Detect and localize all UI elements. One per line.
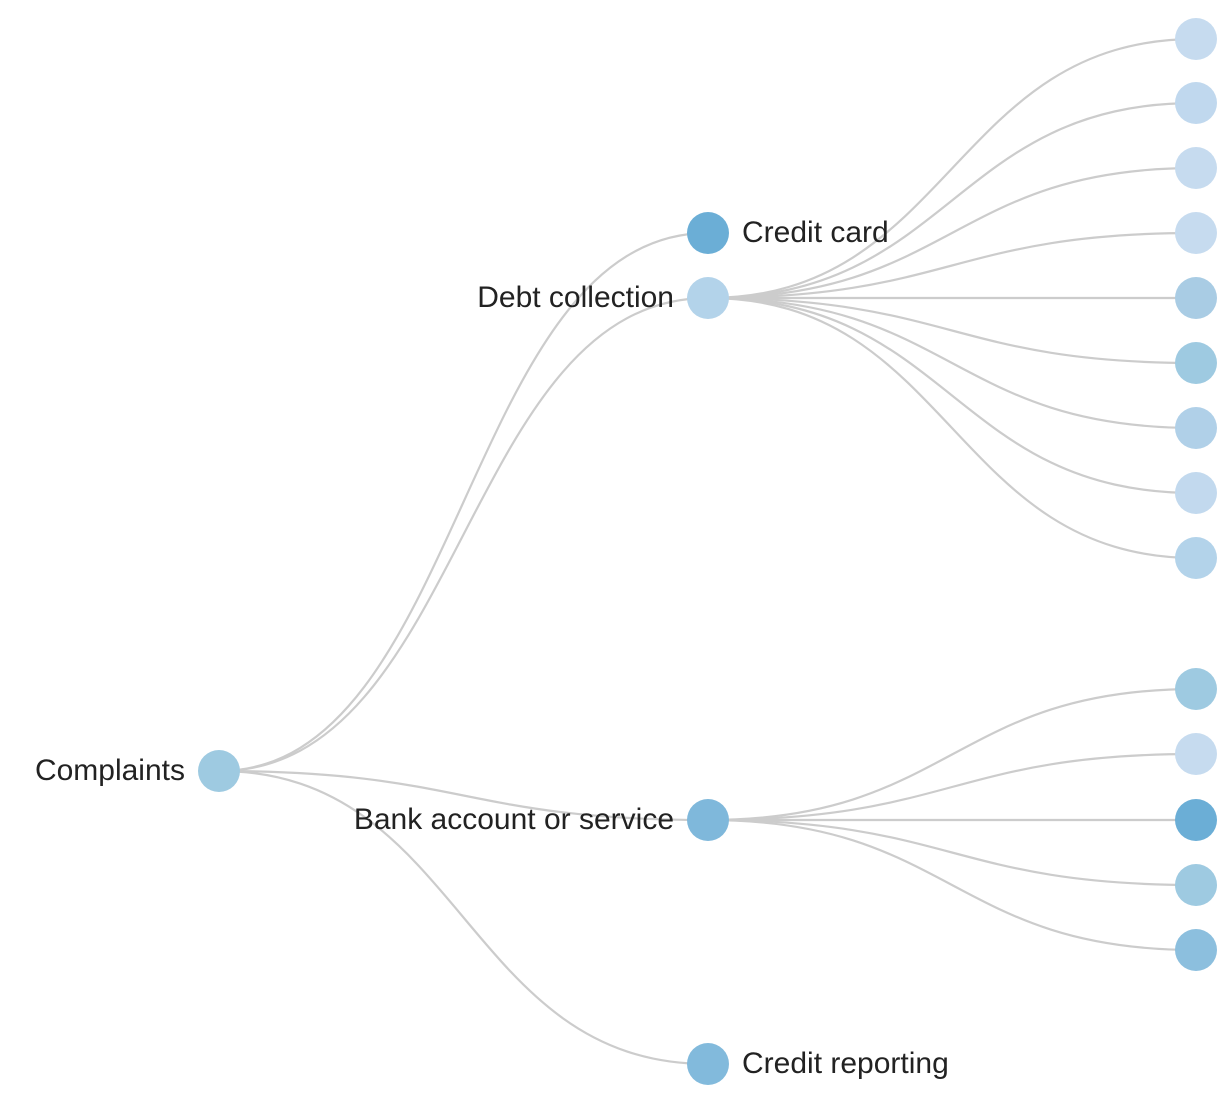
tree-node-dc-leaf-2[interactable] [1175, 82, 1217, 124]
node-circle-ba-leaf-1[interactable] [1175, 668, 1217, 710]
link-debt-collection-to-dc-leaf-2 [707, 101, 1197, 300]
node-circle-bank-account[interactable] [687, 799, 729, 841]
node-circle-dc-leaf-1[interactable] [1175, 18, 1217, 60]
tree-node-dc-leaf-7[interactable] [1175, 407, 1217, 449]
link-debt-collection-to-dc-leaf-4 [707, 231, 1197, 300]
tree-node-ba-leaf-2[interactable] [1175, 733, 1217, 775]
tree-node-ba-leaf-1[interactable] [1175, 668, 1217, 710]
node-circle-ba-leaf-4[interactable] [1175, 864, 1217, 906]
link-debt-collection-to-dc-leaf-7 [707, 296, 1197, 430]
link-root-to-debt-collection [218, 296, 709, 773]
node-circle-root[interactable] [198, 750, 240, 792]
tree-node-ba-leaf-3[interactable] [1175, 799, 1217, 841]
link-root-to-credit-reporting [218, 769, 709, 1066]
link-bank-account-to-ba-leaf-2 [707, 752, 1197, 822]
tree-node-ba-leaf-4[interactable] [1175, 864, 1217, 906]
link-bank-account-to-ba-leaf-1 [707, 687, 1197, 822]
tree-node-credit-reporting[interactable]: Credit reporting [687, 1043, 949, 1085]
node-circle-dc-leaf-7[interactable] [1175, 407, 1217, 449]
link-bank-account-to-ba-leaf-5 [707, 818, 1197, 952]
tree-node-dc-leaf-9[interactable] [1175, 537, 1217, 579]
tree-node-credit-card[interactable]: Credit card [687, 212, 889, 254]
node-circle-dc-leaf-8[interactable] [1175, 472, 1217, 514]
node-circle-dc-leaf-2[interactable] [1175, 82, 1217, 124]
links-layer [218, 37, 1197, 1066]
node-label-debt-collection: Debt collection [477, 281, 674, 314]
link-root-to-bank-account [218, 769, 709, 822]
node-circle-credit-card[interactable] [687, 212, 729, 254]
tree-node-bank-account[interactable]: Bank account or service [354, 799, 729, 841]
tree-node-dc-leaf-5[interactable] [1175, 277, 1217, 319]
node-circle-dc-leaf-4[interactable] [1175, 212, 1217, 254]
node-circle-dc-leaf-9[interactable] [1175, 537, 1217, 579]
link-bank-account-to-ba-leaf-4 [707, 818, 1197, 887]
node-label-root: Complaints [35, 754, 185, 787]
node-label-credit-reporting: Credit reporting [742, 1047, 949, 1080]
tree-node-dc-leaf-3[interactable] [1175, 147, 1217, 189]
node-label-credit-card: Credit card [742, 216, 889, 249]
node-circle-dc-leaf-6[interactable] [1175, 342, 1217, 384]
tree-node-root[interactable]: Complaints [35, 750, 240, 792]
node-circle-dc-leaf-3[interactable] [1175, 147, 1217, 189]
link-debt-collection-to-dc-leaf-9 [707, 296, 1197, 560]
tree-node-dc-leaf-4[interactable] [1175, 212, 1217, 254]
tree-node-ba-leaf-5[interactable] [1175, 929, 1217, 971]
tree-node-dc-leaf-8[interactable] [1175, 472, 1217, 514]
link-debt-collection-to-dc-leaf-8 [707, 296, 1197, 495]
tree-node-dc-leaf-6[interactable] [1175, 342, 1217, 384]
node-circle-ba-leaf-3[interactable] [1175, 799, 1217, 841]
node-label-bank-account: Bank account or service [354, 803, 674, 836]
node-circle-ba-leaf-2[interactable] [1175, 733, 1217, 775]
link-debt-collection-to-dc-leaf-6 [707, 296, 1197, 365]
tree-node-dc-leaf-1[interactable] [1175, 18, 1217, 60]
link-root-to-credit-card [218, 231, 709, 773]
node-circle-credit-reporting[interactable] [687, 1043, 729, 1085]
link-debt-collection-to-dc-leaf-3 [707, 166, 1197, 300]
link-debt-collection-to-dc-leaf-1 [707, 37, 1197, 300]
node-circle-dc-leaf-5[interactable] [1175, 277, 1217, 319]
node-circle-ba-leaf-5[interactable] [1175, 929, 1217, 971]
node-circle-debt-collection[interactable] [687, 277, 729, 319]
tree-node-debt-collection[interactable]: Debt collection [477, 277, 729, 319]
